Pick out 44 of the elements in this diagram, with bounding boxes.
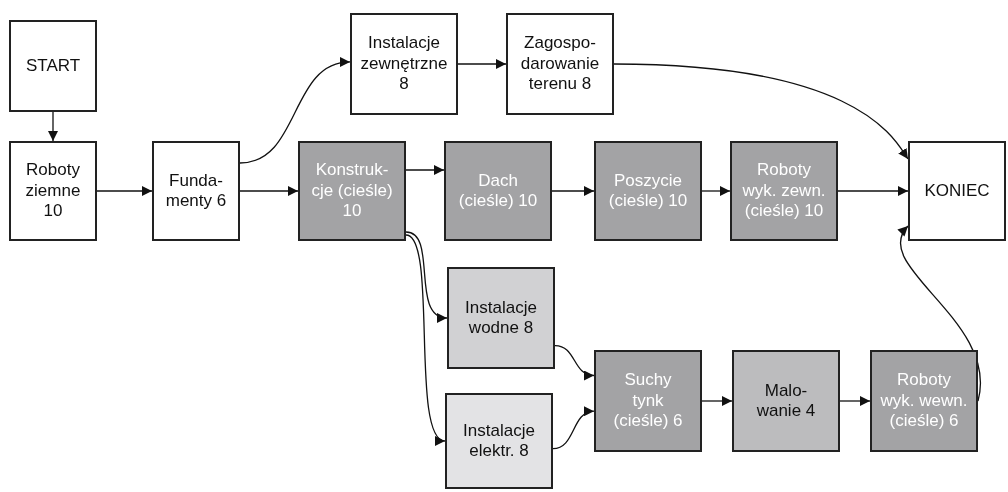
task-label: START <box>25 55 81 77</box>
arrow <box>457 59 507 69</box>
task-label: Funda- menty 6 <box>164 170 228 212</box>
arrow <box>48 111 58 142</box>
arrow <box>551 186 595 196</box>
task-box <box>506 13 614 115</box>
arrow <box>613 63 909 160</box>
task-box <box>9 141 97 241</box>
task-box <box>870 350 978 452</box>
task-box <box>594 350 702 452</box>
task-box <box>447 267 555 369</box>
arrow <box>837 186 909 196</box>
task-label: Roboty wyk. wewn. (cieśle) 6 <box>879 370 969 432</box>
arrow <box>552 407 595 450</box>
arrow <box>839 396 871 406</box>
task-box <box>908 141 1006 241</box>
arrow <box>554 344 595 380</box>
task-box <box>298 141 406 241</box>
task-label: Suchy tynk (cieśle) 6 <box>612 370 684 432</box>
task-label: Zagospo- darowanie terenu 8 <box>519 33 601 95</box>
task-label: Roboty ziemne 10 <box>24 160 82 222</box>
task-label: KONIEC <box>924 180 990 202</box>
task-box <box>9 20 97 112</box>
task-label: Dach (cieśle) 10 <box>458 170 538 212</box>
arrow <box>239 186 299 196</box>
task-box <box>594 141 702 241</box>
task-box <box>732 350 840 452</box>
task-label: Konstruk- cje (cieśle) 10 <box>310 160 394 222</box>
task-label: Roboty wyk. zewn. (cieśle) 10 <box>741 160 827 222</box>
task-label: Poszycie (cieśle) 10 <box>608 170 688 212</box>
task-box <box>444 141 552 241</box>
task-label: Instalacje zewnętrzne 8 <box>359 33 449 95</box>
task-label: Instalacje wodne 8 <box>464 297 538 339</box>
arrow <box>405 165 445 175</box>
arrow <box>239 58 351 164</box>
task-box <box>152 141 240 241</box>
task-box <box>350 13 458 115</box>
arrow <box>701 396 733 406</box>
task-box <box>445 393 553 489</box>
task-box <box>730 141 838 241</box>
arrow <box>701 186 731 196</box>
task-label: Instalacje elektr. 8 <box>462 420 536 462</box>
task-label: Malo- wanie 4 <box>756 380 816 422</box>
arrow <box>96 186 153 196</box>
